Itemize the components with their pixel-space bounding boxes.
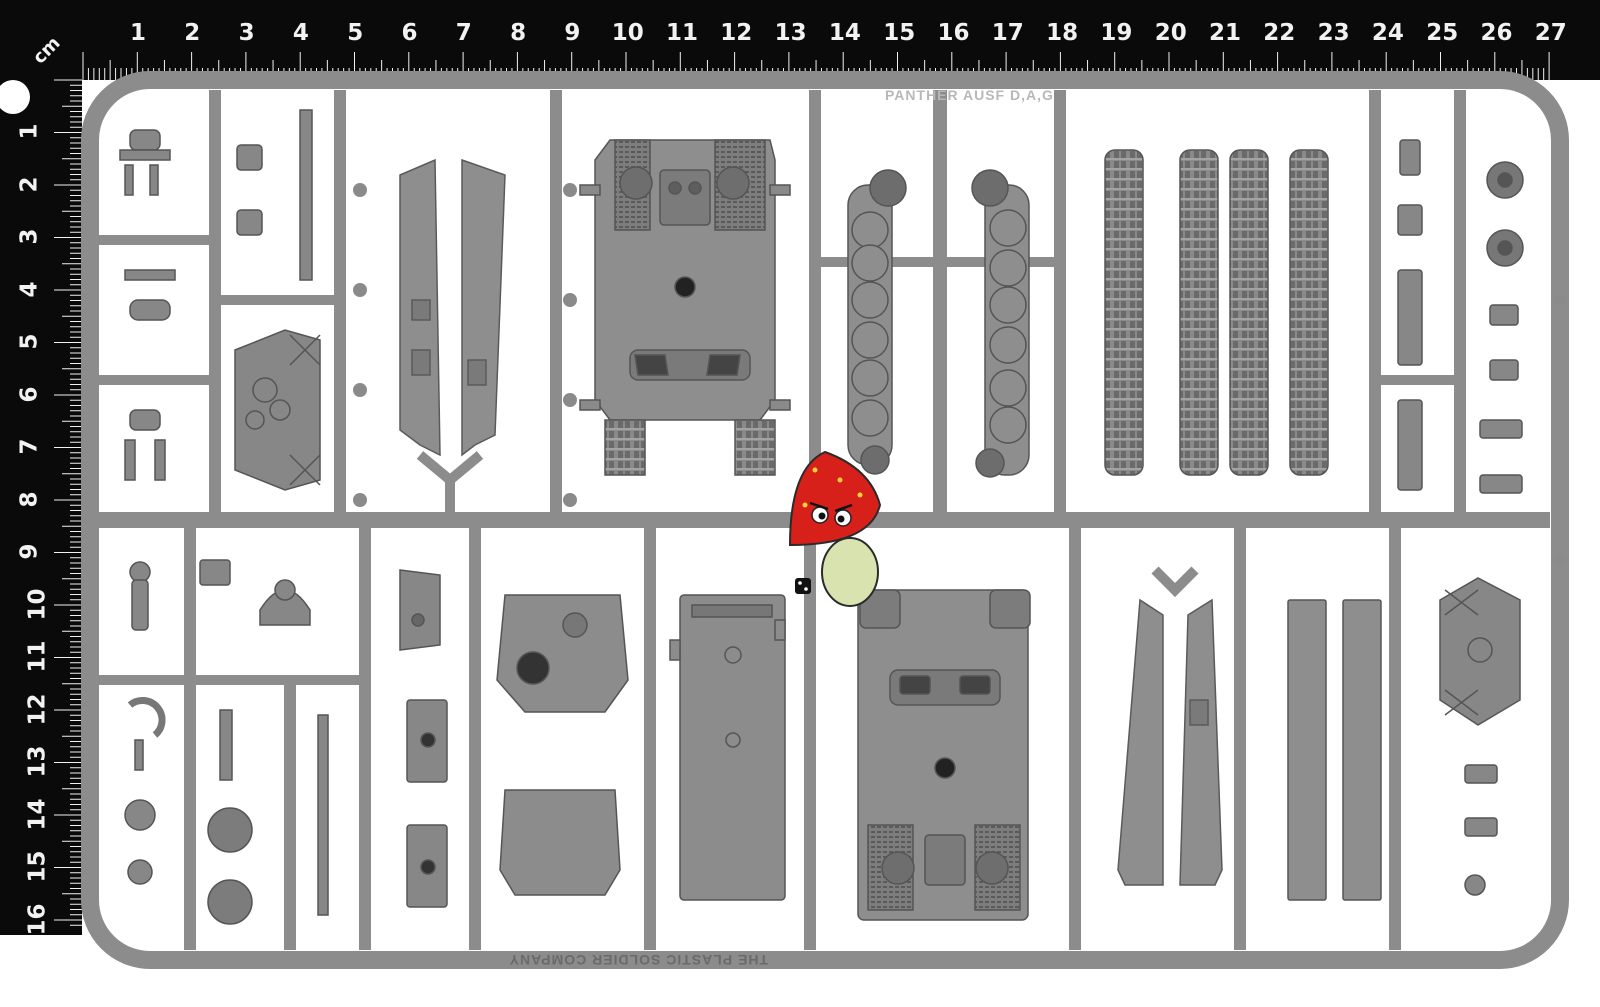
- road-wheels-left: [847, 169, 907, 475]
- ruler-top-number: 20: [1154, 20, 1187, 46]
- ruler-top: [0, 0, 1600, 80]
- hull-top-lower: [857, 589, 1031, 921]
- mudguards: [1287, 599, 1382, 901]
- ruler-top-number: 17: [991, 20, 1024, 46]
- ruler-top-number: 22: [1263, 20, 1296, 46]
- ruler-top-number: 13: [774, 20, 807, 46]
- ruler-top-number: 10: [611, 20, 644, 46]
- ruler-top-number: 12: [720, 20, 753, 46]
- ruler-top-number: 24: [1371, 20, 1404, 46]
- ruler-top-number: 19: [1100, 20, 1133, 46]
- hull-top-upper: [579, 139, 791, 476]
- sprue-gates: [353, 183, 1566, 566]
- ruler-top-number: 2: [184, 20, 201, 46]
- ruler-top-number: 6: [401, 20, 418, 46]
- ruler-top-number: 3: [238, 20, 255, 46]
- ruler-top-number: 27: [1534, 20, 1567, 46]
- ruler-top-number: 23: [1317, 20, 1350, 46]
- ruler-top-number: 11: [666, 20, 699, 46]
- ruler-top-number: 16: [937, 20, 970, 46]
- track-links: [1104, 149, 1329, 476]
- ruler-top-number: 14: [828, 20, 861, 46]
- ruler-top-number: 15: [883, 20, 916, 46]
- hull-side-plates-lower: [1117, 566, 1223, 886]
- sprue-title-text: PANTHER AUSF D,A,G: [885, 87, 1054, 103]
- ruler-top-number: 25: [1426, 20, 1459, 46]
- hull-side-plates-upper: [399, 158, 506, 520]
- ruler-top-number: 7: [455, 20, 472, 46]
- small-parts-lower-left: [124, 559, 329, 925]
- ruler-top-number: 18: [1046, 20, 1079, 46]
- ruler-left: [0, 0, 82, 935]
- ruler-left-ticks: [54, 79, 82, 926]
- small-parts-lower-right: [1439, 577, 1521, 896]
- turret-parts: [496, 594, 629, 896]
- ruler-top-number: 9: [564, 20, 581, 46]
- road-wheels-right: [971, 169, 1030, 478]
- mushroom-mascot-icon: [788, 450, 882, 607]
- ruler-top-number: 4: [292, 20, 309, 46]
- ruler-hole: [0, 80, 30, 114]
- ruler-top-number: 8: [510, 20, 527, 46]
- hull-bottom: [669, 594, 786, 901]
- ruler-top-number: 26: [1480, 20, 1513, 46]
- small-parts-upper-left: [119, 109, 321, 491]
- ruler-top-number: 1: [130, 20, 147, 46]
- ruler-top-number: 5: [347, 20, 364, 46]
- small-parts-upper-right: [1397, 139, 1524, 494]
- small-parts-lower-mid: [399, 569, 448, 908]
- ruler-top-number: 21: [1209, 20, 1242, 46]
- sprue-maker-text: THE PLASTIC SOLDIER COMPANY: [509, 952, 768, 968]
